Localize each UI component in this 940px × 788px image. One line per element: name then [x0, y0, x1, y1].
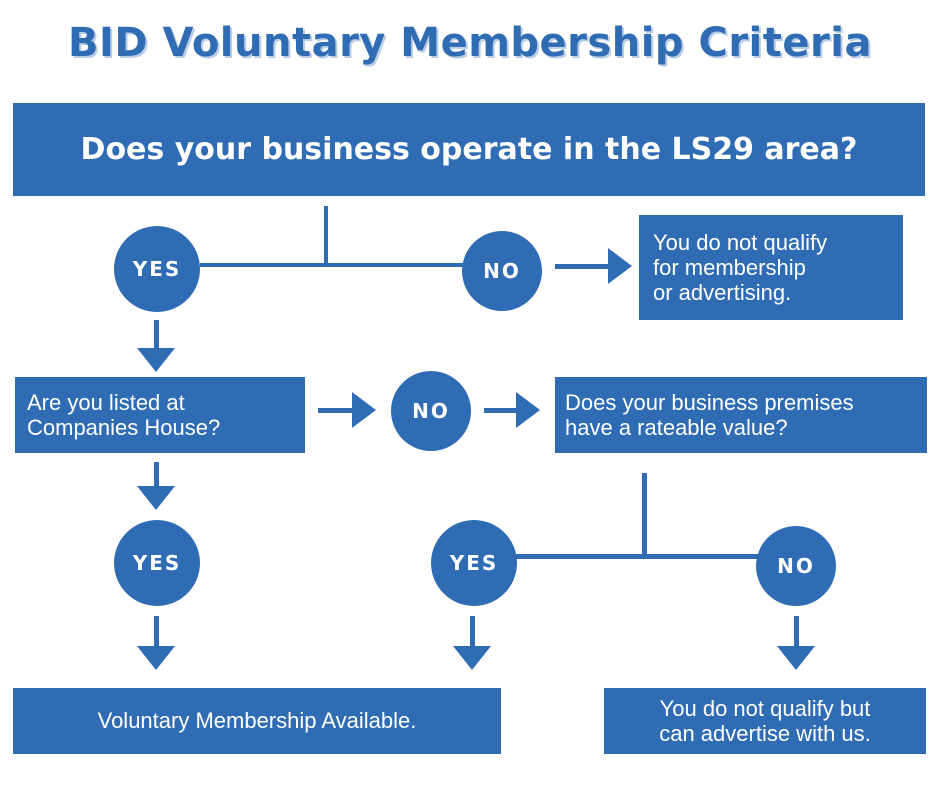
question-companies-house-box: Are you listed at Companies House?: [15, 377, 305, 453]
question-companies-house-line2: Companies House?: [27, 415, 221, 440]
diagram-title: BID Voluntary Membership Criteria: [68, 20, 872, 66]
arrow-down-4-head: [453, 646, 491, 670]
answer-yes-2: YES: [114, 520, 200, 606]
answer-no-1: NO: [462, 231, 542, 311]
connector-yes-no-2: [510, 554, 770, 559]
question-rateable-line2: have a rateable value?: [565, 415, 788, 440]
arrow-right-1-head: [608, 248, 632, 284]
question-companies-house-line1: Are you listed at: [27, 389, 185, 415]
question-ls29-text: Does your business operate in the LS29 a…: [80, 132, 858, 167]
outcome-no-qualify-line1: You do not qualify: [653, 229, 828, 255]
answer-no-3: NO: [756, 526, 836, 606]
question-rateable-box: Does your business premises have a ratea…: [555, 377, 927, 453]
arrow-down-5-shaft: [794, 616, 799, 648]
outcome-advertise-line1: You do not qualify but: [659, 695, 871, 721]
outcome-no-qualify-box: You do not qualify for membership or adv…: [639, 215, 903, 320]
arrow-down-1-shaft: [154, 320, 159, 350]
arrow-down-4-shaft: [470, 616, 475, 648]
outcome-membership-box: Voluntary Membership Available.: [13, 688, 501, 754]
arrow-down-3-shaft: [154, 616, 159, 648]
arrow-right-3-head: [516, 392, 540, 428]
connector-yes-no-1: [200, 263, 470, 267]
arrow-down-3-head: [137, 646, 175, 670]
arrow-down-2-shaft: [154, 462, 159, 488]
outcome-membership-text: Voluntary Membership Available.: [97, 708, 417, 734]
arrow-down-1-head: [137, 348, 175, 372]
connector-rateable-down: [642, 473, 647, 557]
answer-no-2: NO: [391, 371, 471, 451]
question-ls29-box: Does your business operate in the LS29 a…: [13, 103, 925, 196]
outcome-no-qualify-line2: for membership: [653, 254, 806, 280]
arrow-right-2-head: [352, 392, 376, 428]
arrow-down-5-head: [777, 646, 815, 670]
outcome-no-qualify-line3: or advertising.: [653, 280, 792, 306]
arrow-right-1-shaft: [555, 264, 611, 269]
connector-main-down: [324, 206, 328, 266]
answer-yes-1: YES: [114, 226, 200, 312]
arrow-down-2-head: [137, 486, 175, 510]
question-rateable-line1: Does your business premises: [565, 389, 854, 415]
answer-yes-3: YES: [431, 520, 517, 606]
outcome-advertise-box: You do not qualify but can advertise wit…: [604, 688, 926, 754]
arrow-right-3-shaft: [484, 408, 518, 413]
arrow-right-2-shaft: [318, 408, 354, 413]
outcome-advertise-line2: can advertise with us.: [659, 721, 871, 746]
